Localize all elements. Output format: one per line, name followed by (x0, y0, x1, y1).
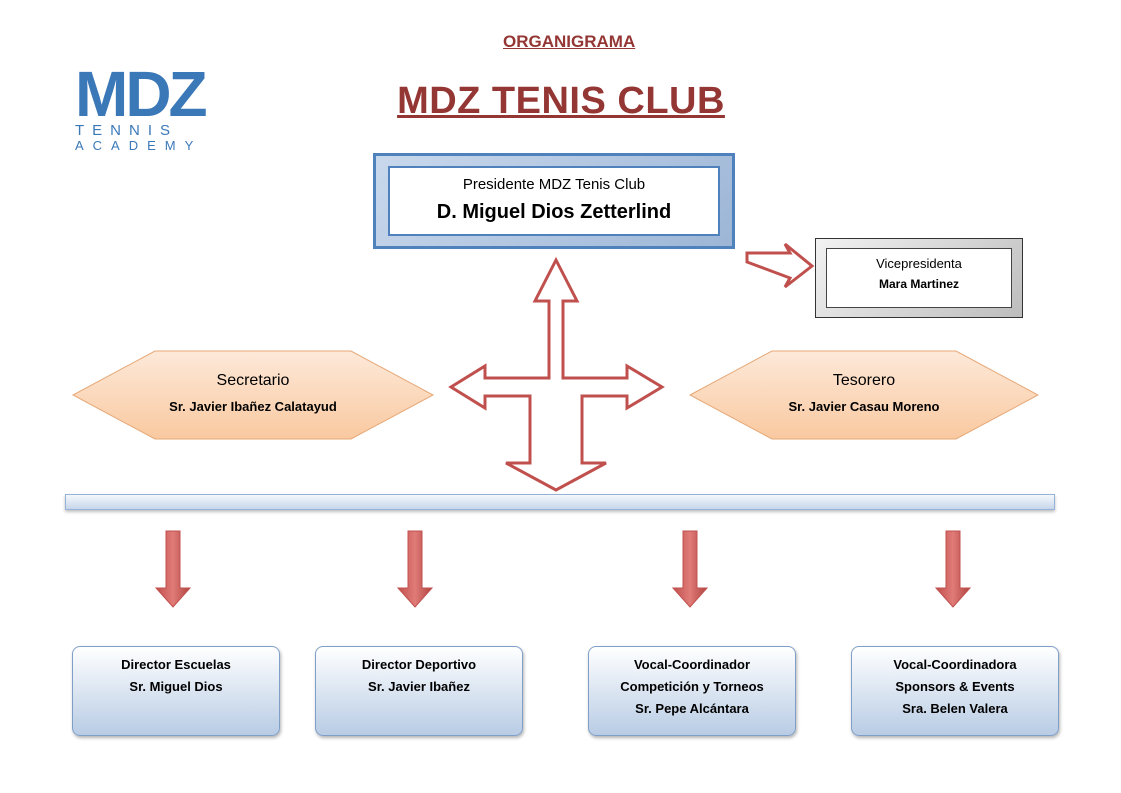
director-box-line1: Director Escuelas (121, 657, 231, 672)
secretary-node: Secretario Sr. Javier Ibañez Calatayud (73, 372, 433, 414)
treasurer-hexagon (688, 350, 1040, 440)
four-way-arrow (448, 256, 665, 492)
director-box-line2: Sr. Javier Ibañez (368, 679, 470, 694)
logo-mdz-text: MDZ (75, 58, 208, 130)
logo-tennis-text: TENNIS (75, 122, 179, 139)
director-box-schools: Director Escuelas Sr. Miguel Dios (72, 646, 280, 736)
vice-name: Mara Martinez (878, 277, 960, 291)
logo-academy-text: ACADEMY (75, 138, 203, 153)
club-logo: MDZ TENNIS ACADEMY (75, 58, 227, 153)
director-box-line3: Sr. Pepe Alcántara (635, 701, 749, 716)
down-arrow-3 (671, 530, 709, 608)
director-box-line1: Vocal-Coordinador (633, 657, 751, 672)
secretary-role: Secretario (216, 372, 290, 389)
director-box-line1: Director Deportivo (361, 657, 477, 672)
down-arrow-4 (934, 530, 972, 608)
director-box-line1: Vocal-Coordinadora (893, 657, 1017, 672)
director-box-sports: Director Deportivo Sr. Javier Ibañez (315, 646, 523, 736)
vice-arrow (745, 242, 815, 289)
vice-box: Vicepresidenta Mara Martinez (815, 238, 1023, 318)
president-box: Presidente MDZ Tenis Club D. Miguel Dios… (373, 153, 735, 249)
coordinator-box-sponsors: Vocal-Coordinadora Sponsors & Events Sra… (851, 646, 1059, 736)
director-box-line2: Sponsors & Events (895, 679, 1015, 694)
director-box-line3: Sra. Belen Valera (902, 701, 1008, 716)
secretary-name: Sr. Javier Ibañez Calatayud (169, 399, 337, 414)
down-arrow-1 (154, 530, 192, 608)
vice-role: Vicepresidenta (876, 256, 962, 271)
president-name: D. Miguel Dios Zetterlind (436, 201, 672, 223)
president-role: Presidente MDZ Tenis Club (462, 176, 646, 193)
director-box-line2: Competición y Torneos (620, 679, 764, 694)
director-box-line2: Sr. Miguel Dios (129, 679, 223, 694)
treasurer-name: Sr. Javier Casau Moreno (788, 399, 940, 414)
page-subtitle: ORGANIGRAMA (503, 32, 636, 51)
treasurer-node: Tesorero Sr. Javier Casau Moreno (690, 372, 1038, 414)
down-arrow-2 (396, 530, 434, 608)
connector-bar (65, 494, 1055, 510)
secretary-hexagon (71, 350, 435, 440)
treasurer-role: Tesorero (832, 372, 896, 389)
coordinator-box-competition: Vocal-Coordinador Competición y Torneos … (588, 646, 796, 736)
page-title: MDZ TENIS CLUB (397, 80, 725, 122)
